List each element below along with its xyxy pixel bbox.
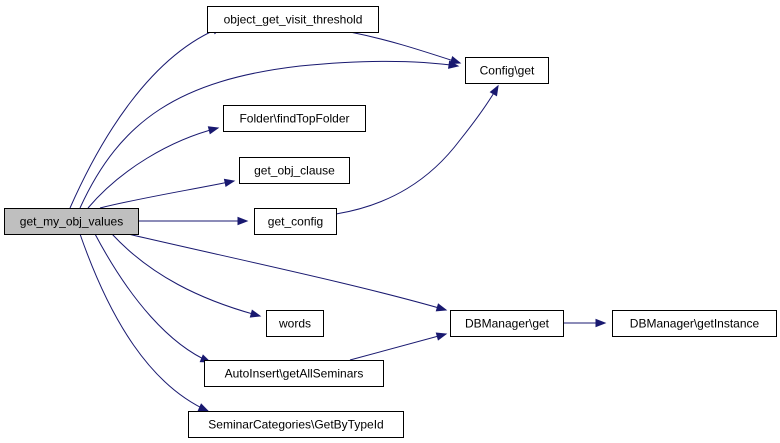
node-box[interactable] xyxy=(204,360,384,387)
node-root[interactable]: get_my_obj_values xyxy=(4,208,139,235)
node-box[interactable] xyxy=(223,105,366,132)
node-dbg[interactable]: DBManager\get xyxy=(450,310,564,337)
node-label: Config\get xyxy=(480,64,535,78)
node-box[interactable] xyxy=(4,208,139,235)
edge-line xyxy=(335,85,499,215)
edge-root-dbg xyxy=(127,233,448,312)
node-box[interactable] xyxy=(266,310,324,337)
node-box[interactable] xyxy=(450,310,564,337)
edge-line xyxy=(79,60,459,209)
node-label: Folder\findTopFolder xyxy=(239,112,349,126)
node-ovt[interactable]: object_get_visit_threshold xyxy=(207,6,379,33)
node-label: SeminarCategories\GetByTypeId xyxy=(208,418,383,432)
node-label: get_obj_clause xyxy=(254,164,335,178)
edge-arrowhead xyxy=(435,303,448,312)
node-label: get_config xyxy=(268,215,323,229)
edge-root-sct xyxy=(79,233,210,412)
edge-line xyxy=(99,180,235,209)
edge-arrowhead xyxy=(489,84,499,97)
edge-line xyxy=(69,26,223,209)
edge-gcf-cfg xyxy=(335,84,499,215)
edge-root-wrd xyxy=(111,233,262,318)
edge-line xyxy=(87,127,219,209)
node-box[interactable] xyxy=(612,310,777,337)
node-box[interactable] xyxy=(254,208,337,235)
edge-ais-dbg xyxy=(349,332,448,361)
node-label: object_get_visit_threshold xyxy=(224,13,363,27)
node-label: words xyxy=(278,317,311,331)
edge-dbg-dbi xyxy=(563,318,607,328)
node-label: AutoInsert\getAllSeminars xyxy=(225,367,364,381)
node-label: DBManager\get xyxy=(465,317,550,331)
nodes-layer: get_my_obj_values object_get_visit_thresh… xyxy=(4,6,777,438)
edge-arrowhead xyxy=(249,309,262,318)
edge-line xyxy=(127,233,447,311)
node-box[interactable] xyxy=(239,157,350,184)
node-dbi[interactable]: DBManager\getInstance xyxy=(612,310,777,337)
edge-line xyxy=(94,233,211,363)
node-box[interactable] xyxy=(188,411,404,438)
edge-root-cfg xyxy=(79,60,460,209)
edge-root-ais xyxy=(94,233,212,363)
node-ftf[interactable]: Folder\findTopFolder xyxy=(223,105,366,132)
node-box[interactable] xyxy=(465,57,549,84)
node-wrd[interactable]: words xyxy=(266,310,324,337)
node-sct[interactable]: SeminarCategories\GetByTypeId xyxy=(188,411,404,438)
node-ais[interactable]: AutoInsert\getAllSeminars xyxy=(204,360,384,387)
edge-arrowhead xyxy=(595,318,607,328)
edge-root-ovt xyxy=(69,26,224,209)
edges-layer xyxy=(69,26,607,412)
edge-line xyxy=(111,233,261,317)
node-label: get_my_obj_values xyxy=(20,215,123,229)
node-label: DBManager\getInstance xyxy=(630,317,760,331)
edge-root-gcf xyxy=(138,216,249,226)
edge-arrowhead xyxy=(237,216,249,226)
node-goc[interactable]: get_obj_clause xyxy=(239,157,350,184)
edge-arrowhead xyxy=(197,403,210,412)
edge-arrowhead xyxy=(449,56,462,65)
edge-ovt-cfg xyxy=(349,31,462,65)
node-gcf[interactable]: get_config xyxy=(254,208,337,235)
edge-line xyxy=(349,333,447,361)
edge-arrowhead xyxy=(435,332,448,341)
edge-arrowhead xyxy=(223,178,236,188)
edge-arrowhead xyxy=(207,126,220,135)
edge-line xyxy=(349,31,461,64)
edge-root-ftf xyxy=(87,126,220,209)
node-box[interactable] xyxy=(207,6,379,33)
node-cfg[interactable]: Config\get xyxy=(465,57,549,84)
edge-root-goc xyxy=(99,178,236,209)
edge-line xyxy=(79,233,209,412)
